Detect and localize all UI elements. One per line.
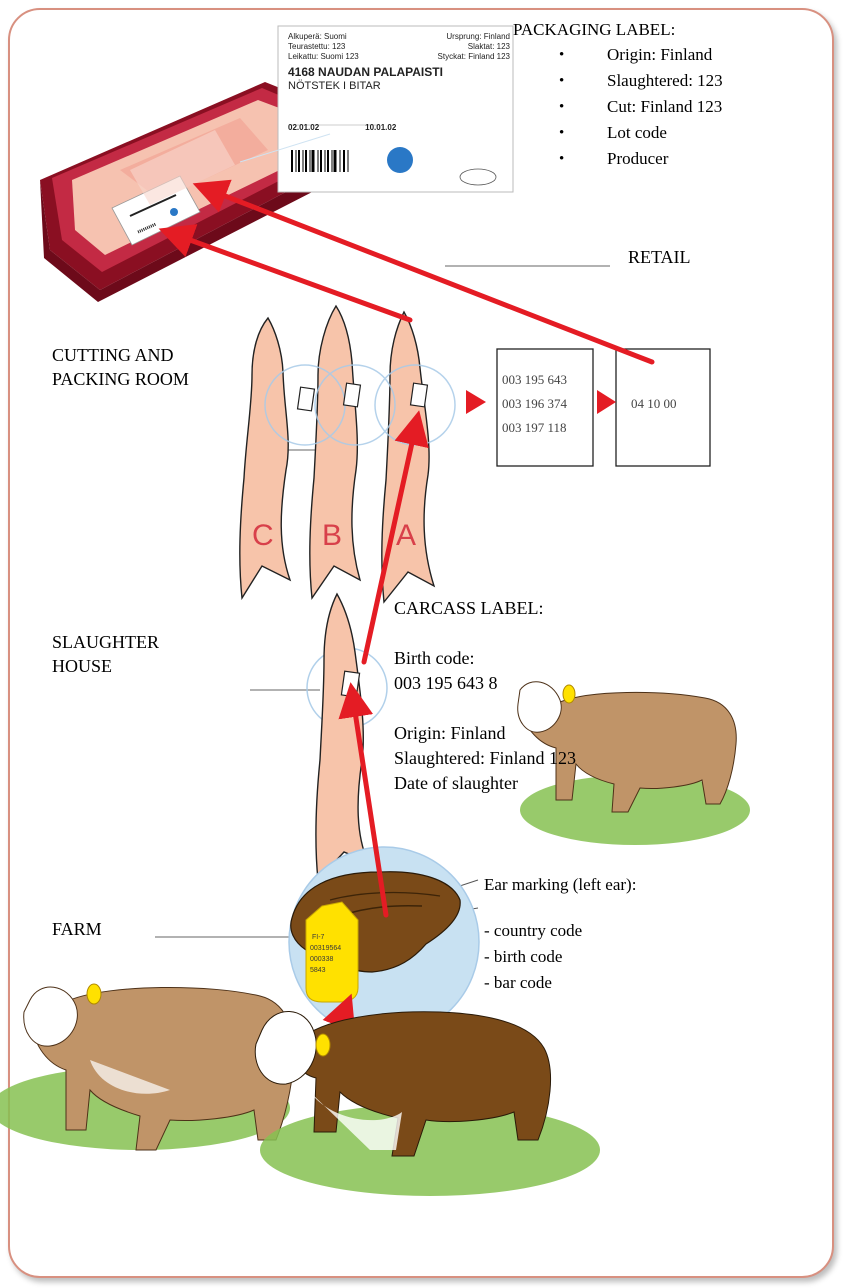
package-label-cut-sv: Styckat: Finland 123 — [438, 52, 510, 62]
stage-label-slaughter: SLAUGHTER HOUSE — [52, 630, 159, 678]
package-seal-icon — [387, 147, 413, 173]
package-date-left: 02.01.02 — [288, 123, 319, 132]
ear-marking-heading: Ear marking (left ear): — [484, 872, 636, 898]
carcass-birth-code-label: Birth code: — [394, 646, 576, 671]
packaging-label-heading: PACKAGING LABEL: — [513, 18, 723, 42]
package-product-subtitle: NÖTSTEK I BITAR — [288, 80, 510, 93]
carcass-label-block: CARCASS LABEL: Birth code: 003 195 643 8… — [394, 596, 576, 796]
packaging-label-item: Origin: Finland — [553, 42, 723, 68]
ear-marking-item: - bar code — [484, 970, 636, 996]
ear-tag-line-1: FI-7 — [312, 934, 325, 941]
packaging-label-list: Origin: Finland Slaughtered: 123 Cut: Fi… — [553, 42, 723, 172]
packaging-label-item: Lot code — [553, 120, 723, 146]
cow-left — [0, 984, 294, 1150]
lot-number-1: 003 195 643 — [502, 372, 567, 387]
carcass-slaughtered: Slaughtered: Finland 123 — [394, 746, 576, 771]
carcass-letter-a: A — [396, 519, 416, 552]
arrow-cut-to-tray — [168, 232, 410, 320]
lot-number-3: 003 197 118 — [502, 420, 567, 435]
carcass-birth-code: 003 195 643 8 — [394, 671, 576, 696]
carcass-b — [310, 306, 360, 598]
carcass-date: Date of slaughter — [394, 771, 576, 796]
ear-marking-block: Ear marking (left ear): - country code -… — [484, 872, 636, 996]
cow-front — [255, 1011, 600, 1196]
lot-number-2: 003 196 374 — [502, 396, 568, 411]
stage-label-slaughter-line2: HOUSE — [52, 654, 159, 678]
package-date-right: 10.01.02 — [365, 123, 396, 132]
packaging-label-item: Slaughtered: 123 — [553, 68, 723, 94]
stage-label-farm: FARM — [52, 917, 102, 941]
stage-label-cutting-line1: CUTTING AND — [52, 343, 189, 367]
package-label-text: Alkuperä: Suomi Ursprung: Finland Teuras… — [288, 32, 510, 132]
carcass-label-heading: CARCASS LABEL: — [394, 596, 576, 621]
ear-tag-line-3: 000338 — [310, 956, 333, 963]
packaging-label-block: PACKAGING LABEL: Origin: Finland Slaught… — [513, 18, 723, 172]
carcass-letter-c: C — [252, 519, 274, 552]
ear-marking-item: - country code — [484, 918, 636, 944]
stage-label-cutting: CUTTING AND PACKING ROOM — [52, 343, 189, 391]
packaging-label-item: Producer — [553, 146, 723, 172]
carcass-letter-b: B — [322, 519, 342, 552]
carcass-origin: Origin: Finland — [394, 721, 576, 746]
ear-tag-line-4: 5843 — [310, 967, 326, 974]
packaging-label-item: Cut: Finland 123 — [553, 94, 723, 120]
package-label-slaughter-fi: Teurastettu: 123 — [288, 42, 345, 52]
stage-label-cutting-line2: PACKING ROOM — [52, 367, 189, 391]
ear-tag-line-2: 00319564 — [310, 945, 341, 952]
package-label-slaughter-sv: Slaktat: 123 — [468, 42, 510, 52]
stage-label-slaughter-line1: SLAUGHTER — [52, 630, 159, 654]
package-product-title: 4168 NAUDAN PALAPAISTI — [288, 65, 510, 80]
arrow-to-lot-box — [466, 390, 486, 414]
arrow-to-lot-code — [597, 390, 616, 414]
stage-label-retail: RETAIL — [628, 245, 691, 269]
package-label-cut-fi: Leikattu: Suomi 123 — [288, 52, 359, 62]
ear-marking-item: - birth code — [484, 944, 636, 970]
package-label-origin-sv: Ursprung: Finland — [446, 32, 510, 42]
lot-code-value: 04 10 00 — [631, 396, 677, 411]
carcass-c — [240, 318, 290, 598]
ear-tag-detail: FI-7 00319564 000338 5843 — [289, 847, 479, 1037]
package-label-origin-fi: Alkuperä: Suomi — [288, 32, 347, 42]
